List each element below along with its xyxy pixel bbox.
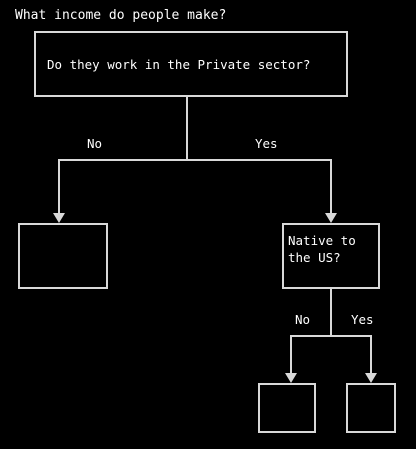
edge-label-root-no: No [87,136,103,151]
diagram-title: What income do people make? [15,8,227,23]
node-root-label: Do they work in the Private sector? [47,57,311,72]
edge-native-no [290,335,331,374]
node-root: Do they work in the Private sector? [34,31,348,97]
node-native-line-2: the US? [288,250,341,265]
arrowhead-native-no [285,373,297,383]
node-leaf-no [258,383,316,433]
node-left-leaf [18,223,108,289]
node-native-line-1: Native to [288,233,356,248]
node-leaf-yes [346,383,396,433]
node-native: Native to the US? [282,223,380,289]
edge-root-no [58,159,187,214]
arrowhead-native-yes [365,373,377,383]
edge-label-root-yes: Yes [255,136,278,151]
arrowhead-root-no [53,213,65,223]
edge-label-native-yes: Yes [351,312,374,327]
edge-native-yes [331,335,372,374]
edge-root-yes [187,159,332,214]
edge-label-native-no: No [295,312,311,327]
arrowhead-root-yes [325,213,337,223]
